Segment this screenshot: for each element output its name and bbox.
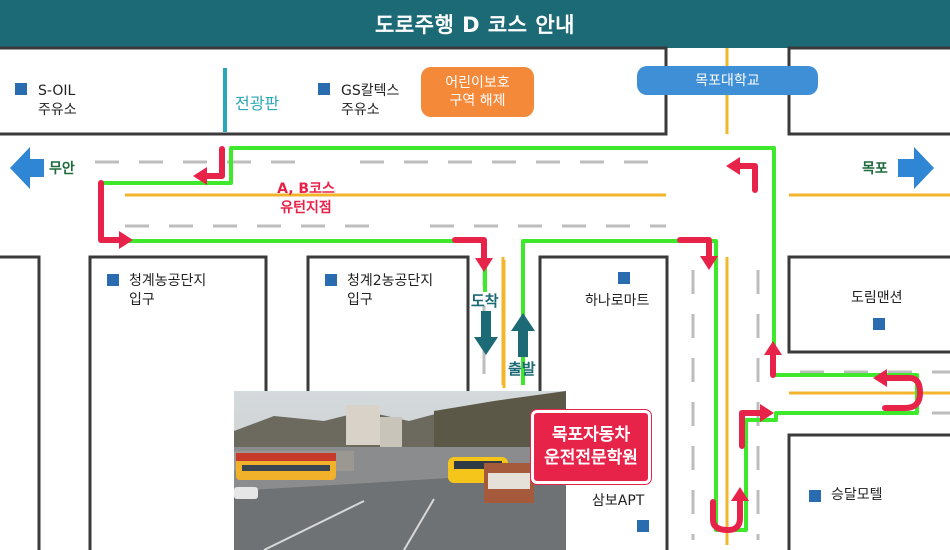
- hanaro-label: 하나로마트: [585, 293, 650, 309]
- cheonggye2-label: 청계2농공단지 입구: [347, 273, 434, 308]
- turn-head-5: [726, 157, 740, 175]
- turn-arrow-to-arrival: [452, 237, 487, 265]
- to-muan-label: 무안: [49, 161, 75, 177]
- turn-arrow-right-uturn: [877, 375, 923, 411]
- soil-station-label: S-OIL 주유소: [38, 83, 77, 118]
- turn-arrow-right-down: [677, 237, 712, 263]
- gs-station-label: GS칼텍스 주유소: [341, 83, 400, 118]
- turn-head-1: [193, 167, 207, 185]
- mokpo-arrow-icon: [898, 147, 934, 189]
- turn-head-4: [700, 256, 718, 270]
- block-seungdal: [787, 433, 950, 550]
- signboard-label: 전광판: [235, 94, 280, 113]
- depart-label: 출발: [508, 360, 536, 378]
- turn-arrow-uturn-left: [98, 180, 123, 243]
- cheonggye1-label: 청계농공단지 입구: [129, 273, 207, 308]
- turn-head-8: [731, 487, 749, 501]
- block-dorim: [787, 255, 950, 354]
- turn-arrow-up-left: [735, 163, 758, 193]
- turn-arrow-uturn-top: [202, 146, 225, 179]
- arrive-arrow-icon: [474, 311, 498, 355]
- turn-head-3: [475, 258, 493, 272]
- page-title: 도로주행 D 코스 안내: [0, 0, 950, 48]
- dorim-marker: [873, 318, 885, 330]
- turn-head-2: [119, 231, 133, 249]
- dorim-label: 도림맨션: [851, 290, 903, 306]
- uturn-point-label: A, B코스 유턴지점: [277, 181, 335, 216]
- turn-arrow-bottom-uturn: [710, 495, 743, 533]
- muan-arrow-icon: [10, 147, 44, 189]
- sambo-marker: [637, 520, 649, 532]
- signboard-post: [223, 68, 227, 132]
- hanaro-marker: [618, 272, 630, 284]
- cheonggye2-marker: [325, 274, 337, 286]
- turn-arrow-bottom-right: [739, 410, 763, 449]
- seungdal-label: 승달모텔: [831, 487, 883, 503]
- gs-marker: [318, 83, 330, 95]
- university-badge: 목포대학교: [637, 66, 818, 95]
- seungdal-marker: [809, 490, 821, 502]
- cheonggye1-marker: [107, 274, 119, 286]
- block-top-left: [0, 46, 668, 136]
- arrive-label: 도착: [471, 292, 499, 310]
- driving-school-badge: 목포자동차 운전전문학원: [531, 410, 651, 484]
- depart-arrow-icon: [511, 313, 535, 357]
- block-left-edge: [0, 255, 41, 550]
- soil-marker: [15, 83, 27, 95]
- turn-head-6: [764, 341, 782, 355]
- turn-head-7: [873, 369, 887, 387]
- turn-head-9: [760, 404, 774, 422]
- sambo-label: 삼보APT: [592, 493, 645, 509]
- school-zone-badge: 어린이보호 구역 해제: [421, 67, 534, 117]
- block-top-right: [787, 46, 950, 136]
- to-mokpo-label: 목포: [862, 161, 888, 177]
- driving-school-photo: [234, 391, 566, 550]
